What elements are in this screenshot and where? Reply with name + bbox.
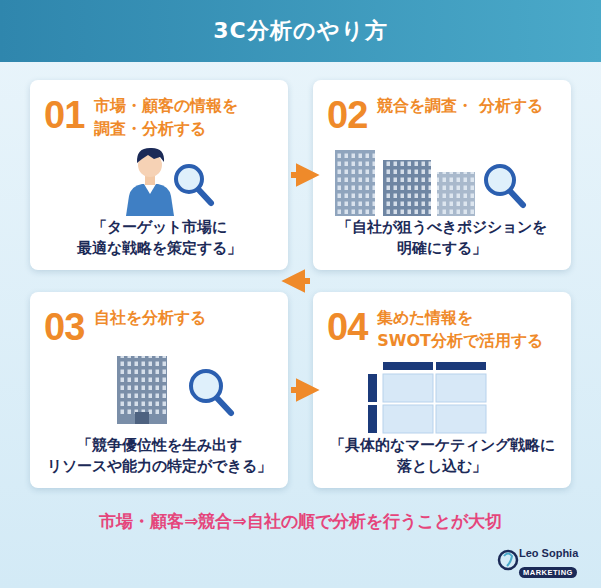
card-header: 01 市場・顧客の情報を 調査・分析する	[38, 92, 280, 140]
logo-mark	[499, 551, 517, 569]
flow-arrow	[291, 172, 310, 178]
building-icon	[117, 356, 167, 424]
building-door	[135, 412, 149, 424]
person-body	[126, 184, 174, 216]
step-heading: 自社を分析する	[94, 304, 280, 329]
building-windows	[383, 160, 431, 216]
building	[335, 150, 375, 216]
step-heading: 競合を調査・ 分析する	[377, 92, 563, 117]
magnifier-icon	[176, 166, 211, 203]
logo: Leo SophiaMARKETING	[497, 546, 597, 582]
buildings-icon	[335, 150, 475, 216]
step-result: 「ターゲット市場に 最適な戦略を策定する」	[38, 217, 280, 261]
grid-bar	[383, 362, 433, 370]
magnifier-handle	[217, 398, 231, 413]
magnifier-lens	[191, 371, 221, 401]
magnifier-icon	[486, 166, 523, 205]
building-windows	[117, 356, 167, 416]
building	[383, 160, 431, 216]
flow-arrow	[291, 278, 310, 284]
step-result: 「具体的なマーケティング戦略に 落とし込む」	[321, 435, 563, 479]
flow-arrow	[291, 387, 310, 393]
step-number: 03	[44, 308, 84, 346]
step-number: 02	[327, 96, 367, 134]
logo-subtitle: MARKETING	[519, 567, 577, 578]
person-icon	[126, 148, 174, 216]
building	[437, 172, 475, 216]
person-hair	[137, 148, 164, 163]
magnifier-icon	[191, 371, 231, 413]
grid-bar	[436, 362, 486, 370]
card-header: 02 競合を調査・ 分析する	[321, 92, 563, 134]
step-heading: 集めた情報を SWOT分析で活用する	[377, 304, 563, 352]
grid-cell	[383, 405, 433, 433]
magnifier-handle	[510, 191, 523, 205]
step-result: 「競争優位性を生み出す リソースや能力の特定ができる」	[38, 435, 280, 479]
person-collar	[144, 184, 156, 194]
magnifier-handle	[198, 189, 211, 203]
building	[117, 356, 167, 424]
magnifier-lens	[176, 166, 202, 192]
step-heading: 市場・顧客の情報を 調査・分析する	[94, 92, 280, 140]
card-header: 03 自社を分析する	[38, 304, 280, 346]
logo-ring	[499, 551, 517, 569]
title-band: 3C分析のやり方	[0, 0, 601, 62]
magnifier-lens	[486, 166, 514, 194]
grid-cell	[436, 405, 486, 433]
step-number: 01	[44, 96, 84, 134]
grid-bar	[368, 374, 377, 402]
building-windows	[335, 150, 375, 216]
step-card: 01 市場・顧客の情報を 調査・分析する「ターゲット市場に 最適な戦略を策定する」	[30, 80, 288, 270]
title-text: 3C分析のやり方	[213, 16, 387, 46]
grid-bar	[368, 405, 377, 433]
step-result: 「自社が狙うべきポジションを 明確にする」	[321, 217, 563, 261]
grid-cell	[436, 374, 486, 402]
logo-name: Leo Sophia	[519, 546, 597, 560]
caption-text: 市場・顧客⇒競合⇒自社の順で分析を行うことが大切	[0, 510, 601, 533]
swot-grid-icon	[368, 362, 486, 433]
logo-swirl	[504, 554, 512, 567]
card-header: 04 集めた情報を SWOT分析で活用する	[321, 304, 563, 352]
building-windows	[437, 172, 475, 216]
grid-cell	[383, 374, 433, 402]
step-number: 04	[327, 308, 367, 346]
